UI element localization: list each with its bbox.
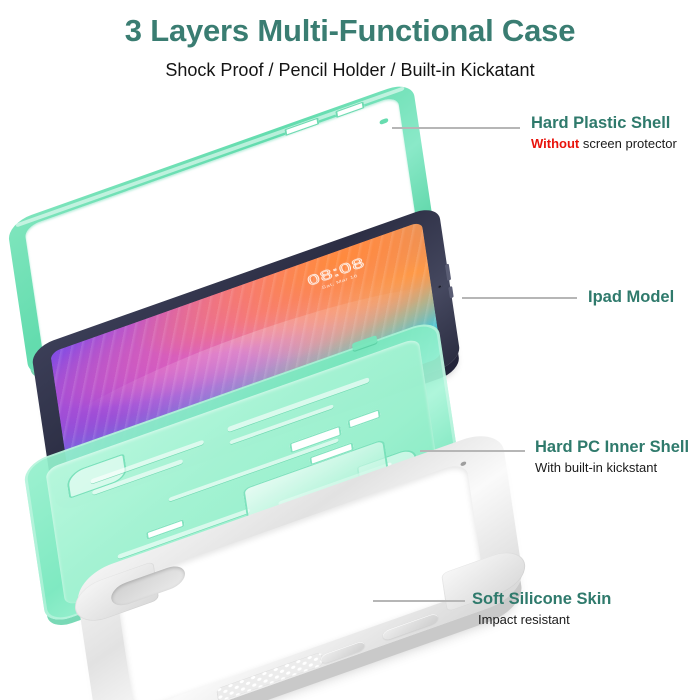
silicone-port-dot — [460, 460, 467, 467]
callout-subtitle: With built-in kickstant — [535, 460, 689, 476]
leader-line-hard-pc-inner-shell — [420, 450, 525, 452]
page-title: 3 Layers Multi-Functional Case — [124, 13, 576, 48]
callout-emphasis: Without — [531, 136, 580, 152]
callout-soft-silicone-skin: Soft Silicone Skin Impact resistant — [472, 590, 611, 627]
callout-subtitle: Impact resistant — [478, 612, 611, 628]
callout-title: Soft Silicone Skin — [472, 590, 612, 608]
callout-hard-plastic-shell: Hard Plastic Shell Without screen protec… — [531, 114, 677, 151]
silicone-button-cover — [320, 640, 366, 665]
callout-hard-pc-inner-shell: Hard PC Inner Shell With built-in kickst… — [535, 438, 689, 475]
volume-button — [444, 263, 452, 282]
leader-line-soft-silicone-skin — [373, 600, 465, 602]
callout-subtitle-rest: With built-in kickstant — [535, 460, 658, 476]
power-button — [448, 285, 454, 299]
callout-title: Ipad Model — [588, 288, 675, 306]
callout-subtitle-rest: Impact resistant — [478, 612, 570, 628]
leader-line-hard-plastic-shell — [392, 127, 520, 129]
callout-subtitle-rest: screen protector — [579, 136, 677, 152]
callout-ipad-model: Ipad Model — [588, 288, 674, 306]
front-camera-icon — [437, 284, 443, 289]
header: 3 Layers Multi-Functional Case Shock Pro… — [0, 0, 700, 100]
callout-title: Hard Plastic Shell — [531, 114, 671, 132]
callout-title: Hard PC Inner Shell — [535, 438, 690, 456]
page-subtitle: Shock Proof / Pencil Holder / Built-in K… — [165, 60, 535, 80]
leader-line-ipad-model — [462, 297, 577, 299]
callout-subtitle: Without screen protector — [531, 136, 677, 152]
inner-shell-cutout — [347, 408, 381, 429]
